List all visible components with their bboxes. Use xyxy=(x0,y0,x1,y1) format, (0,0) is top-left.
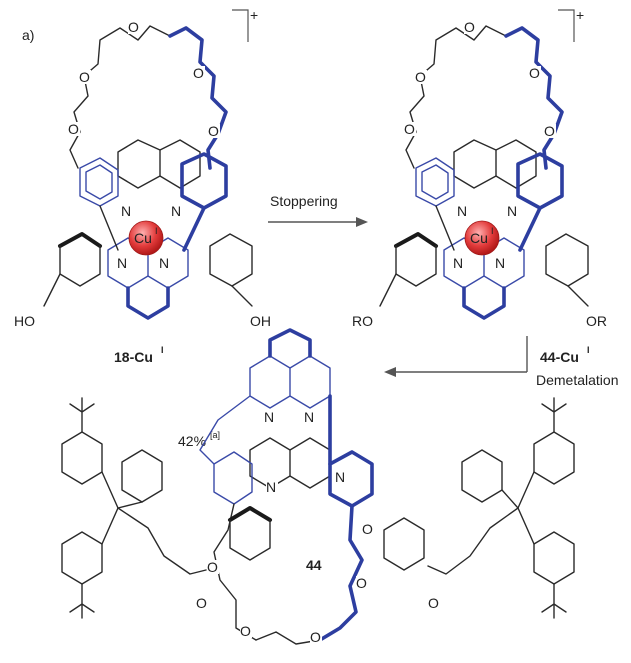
crown-oxygen: O xyxy=(207,559,218,575)
crown-oxygen: O xyxy=(404,121,415,137)
crown-oxygen: O xyxy=(529,65,540,81)
panel-label: a) xyxy=(22,27,34,43)
nitrogen-atom: N xyxy=(304,409,314,425)
crown-oxygen: O xyxy=(356,575,367,591)
crown-oxygen: O xyxy=(208,123,219,139)
nitrogen-atom: N xyxy=(171,203,181,219)
charge-sign: + xyxy=(250,7,258,23)
nitrogen-atom: N xyxy=(335,469,345,485)
charge-bracket xyxy=(558,9,575,42)
compound-label-18-cu: 18-Cu xyxy=(114,349,153,365)
complex-18-cu: + O O O O O N N N N xyxy=(14,7,271,365)
compound-label-18-cu-sup: I xyxy=(161,345,164,355)
copper-label: Cu xyxy=(470,230,488,246)
demetalation-arrow: Demetalation xyxy=(384,336,619,388)
yield-value: 42% xyxy=(178,433,206,449)
stoppering-label: Stoppering xyxy=(270,193,338,209)
crown-oxygen: O xyxy=(310,629,321,645)
nitrogen-atom: N xyxy=(159,255,169,271)
nitrogen-atom: N xyxy=(264,409,274,425)
copper-ion xyxy=(128,220,164,256)
crown-oxygen: O xyxy=(415,69,426,85)
crown-oxygen: O xyxy=(544,123,555,139)
hydroxy-label: OH xyxy=(250,313,271,329)
nitrogen-atom: N xyxy=(453,255,463,271)
axle-oxygen: O xyxy=(428,595,439,611)
hydroxy-label: HO xyxy=(14,313,35,329)
compound-label-44-cu-sup: I xyxy=(587,345,590,355)
copper-label: Cu xyxy=(134,230,152,246)
crown-oxygen: O xyxy=(79,69,90,85)
nitrogen-atom: N xyxy=(507,203,517,219)
crown-oxygen: O xyxy=(362,521,373,537)
copper-oxidation: I xyxy=(155,226,158,236)
alkoxy-label: RO xyxy=(352,313,373,329)
rotaxane-44: N N 42% [a] N N O O O O O xyxy=(61,328,575,645)
charge-bracket xyxy=(232,9,249,42)
nitrogen-atom: N xyxy=(266,479,276,495)
crown-oxygen: O xyxy=(464,19,475,35)
nitrogen-atom: N xyxy=(121,203,131,219)
crown-oxygen: O xyxy=(193,65,204,81)
copper-ion xyxy=(464,220,500,256)
copper-oxidation: I xyxy=(491,226,494,236)
nitrogen-atom: N xyxy=(457,203,467,219)
nitrogen-atom: N xyxy=(495,255,505,271)
compound-label-44: 44 xyxy=(306,557,322,573)
complex-44-cu: + O O O O O N N N N RO xyxy=(352,7,607,365)
charge-sign: + xyxy=(576,7,584,23)
stoppering-arrow: Stoppering xyxy=(268,193,368,227)
yield-note: [a] xyxy=(210,430,220,440)
crown-oxygen: O xyxy=(128,19,139,35)
crown-oxygen: O xyxy=(68,121,79,137)
crown-oxygen: O xyxy=(240,623,251,639)
alkoxy-label: OR xyxy=(586,313,607,329)
axle-oxygen: O xyxy=(196,595,207,611)
demetalation-label: Demetalation xyxy=(536,372,619,388)
compound-label-44-cu: 44-Cu xyxy=(540,349,579,365)
nitrogen-atom: N xyxy=(117,255,127,271)
